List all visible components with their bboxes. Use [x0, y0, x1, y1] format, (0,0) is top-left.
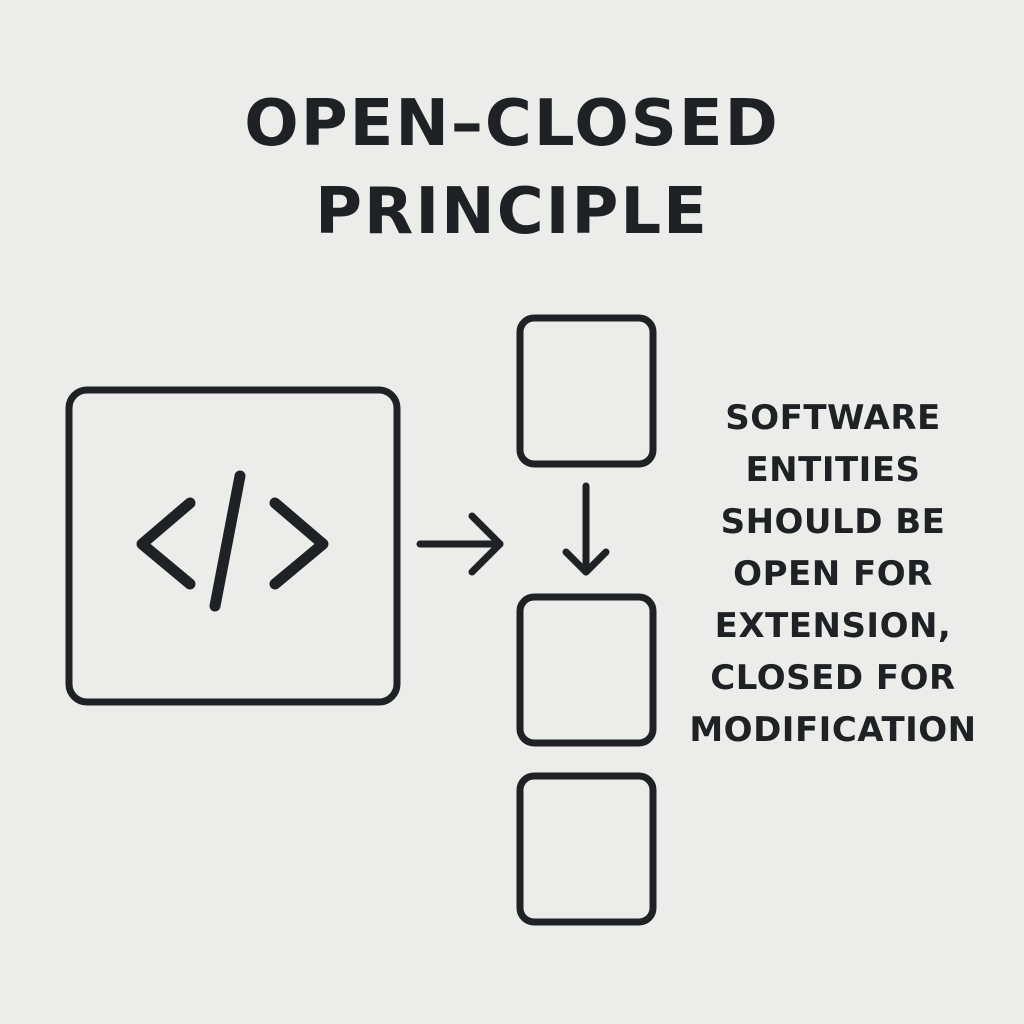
extension-box-bottom: [516, 772, 657, 926]
description-line: EXTENSION,: [714, 606, 952, 646]
code-module-box: [65, 386, 401, 706]
title-line-2: PRINCIPLE: [315, 175, 709, 249]
code-brackets-icon: [136, 470, 329, 612]
description-line: OPEN FOR: [733, 554, 933, 594]
description-line: SOFTWARE: [725, 398, 941, 438]
description-line: ENTITIES: [745, 450, 921, 490]
description-line: SHOULD BE: [720, 502, 946, 542]
extension-box-middle: [516, 593, 657, 747]
arrow-down-icon: [562, 482, 610, 576]
principle-description: SOFTWARE ENTITIES SHOULD BE OPEN FOR EXT…: [668, 392, 998, 756]
title-line-1: OPEN–CLOSED: [244, 87, 780, 161]
description-line: CLOSED FOR: [710, 658, 956, 698]
diagram-title: OPEN–CLOSED PRINCIPLE: [0, 80, 1024, 256]
arrow-right-icon: [416, 512, 504, 576]
description-line: MODIFICATION: [689, 710, 977, 750]
extension-box-top: [516, 314, 657, 468]
